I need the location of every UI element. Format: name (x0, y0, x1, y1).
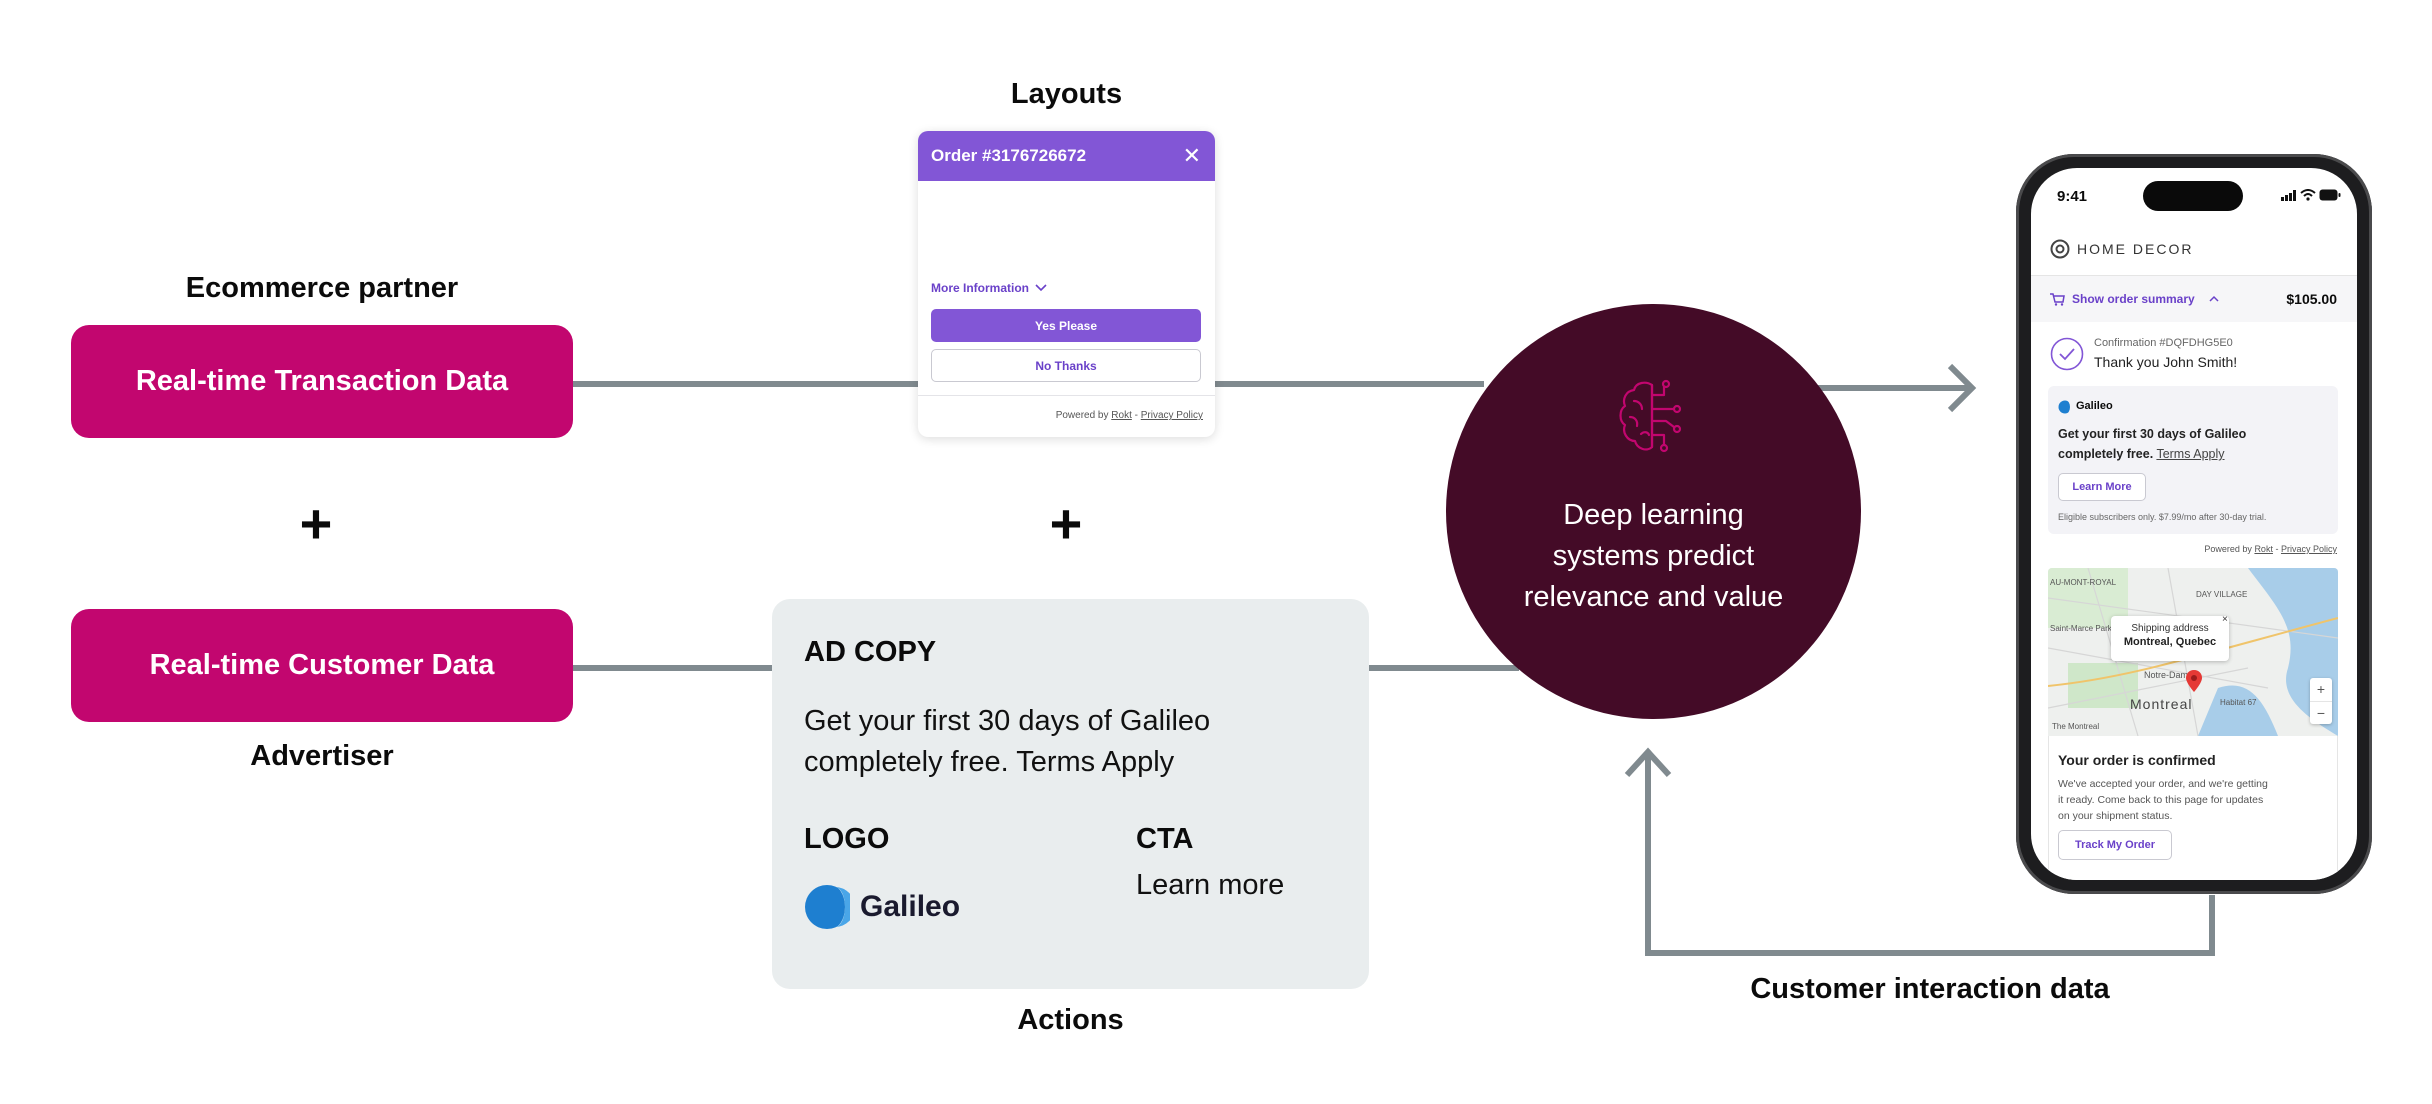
offer-line-2-bold: completely free. (2058, 447, 2154, 461)
thank-you-message: Thank you John Smith! (2094, 354, 2238, 370)
map-pin-icon (2186, 670, 2202, 692)
wifi-icon (2300, 189, 2316, 201)
map-zoom-out[interactable]: − (2310, 701, 2332, 724)
phone-mockup: 9:41 HOME DECOR Show order summary $105.… (2016, 154, 2372, 894)
layouts-label: Layouts (1010, 78, 1123, 110)
connector-layout-to-engine (1214, 381, 1484, 387)
order-summary-toggle[interactable]: Show order summary (2072, 292, 2195, 306)
status-time: 9:41 (2057, 188, 2088, 205)
connector-customer-to-adcopy (572, 665, 774, 671)
chevron-up-icon (2209, 295, 2219, 302)
map-label-2: DAY VILLAGE (2196, 590, 2248, 599)
store-logo-icon (2050, 239, 2070, 259)
map-label-6: Saint-Marce Park (2050, 624, 2112, 633)
ad-copy-line-1: Get your first 30 days of Galileo (804, 705, 1211, 737)
order-status-title: Your order is confirmed (2058, 752, 2216, 768)
connector-transaction-to-layout (572, 381, 920, 387)
transaction-data-box: Real-time Transaction Data (71, 325, 573, 438)
card-header: Order #3176726672 ✕ (918, 131, 1215, 181)
map-background (2048, 568, 2338, 736)
engine-description: Deep learning systems predict relevance … (1523, 499, 1784, 613)
map-popup-value: Montreal, Quebec (2123, 636, 2217, 648)
offer-brand: Galileo (2076, 400, 2113, 412)
more-information-label: More Information (931, 281, 1029, 295)
logo-heading: LOGO (804, 823, 890, 855)
phone-privacy-link[interactable]: Privacy Policy (2280, 544, 2337, 554)
phone-screen: 9:41 HOME DECOR Show order summary $105.… (2031, 168, 2357, 880)
layout-offer-card: Order #3176726672 ✕ More Information Yes… (918, 131, 1215, 437)
phone-powered-sep: - (2275, 544, 2279, 554)
ecommerce-partner-label: Ecommerce partner (185, 272, 459, 304)
header-divider (2031, 275, 2357, 276)
actions-label: Actions (1017, 1004, 1124, 1036)
learn-more-button[interactable]: Learn More (2058, 473, 2146, 501)
ad-copy-line-2: completely free. Terms Apply (804, 746, 1175, 778)
battery-icon (2319, 189, 2341, 201)
connector-adcopy-to-engine (1367, 665, 1519, 671)
customer-data-box: Real-time Customer Data (71, 609, 573, 722)
ad-copy-heading: AD COPY (804, 636, 937, 668)
cta-heading: CTA (1136, 823, 1194, 855)
phone-rokt-link[interactable]: Rokt (2254, 544, 2273, 554)
no-thanks-button[interactable]: No Thanks (931, 349, 1201, 382)
brain-circuit-icon (1619, 379, 1682, 453)
powered-by-text: Powered by (1055, 410, 1109, 421)
map-label-5: The Montreal (2052, 722, 2100, 731)
close-icon[interactable]: ✕ (1182, 143, 1201, 168)
check-circle-icon (2050, 337, 2084, 371)
map-popup-close-icon[interactable]: × (2222, 614, 2228, 625)
map-label-3: Notre-Dame (2144, 670, 2194, 680)
offer-terms-link[interactable]: Terms Apply (2156, 447, 2225, 461)
customer-interaction-label: Customer interaction data (1750, 973, 2110, 1005)
dynamic-island (2143, 181, 2243, 211)
cart-icon (2050, 293, 2065, 306)
phone-powered-by: Powered by Rokt - Privacy Policy (2204, 544, 2337, 554)
order-status-body-3: on your shipment status. (2058, 810, 2173, 822)
chevron-down-icon (1035, 284, 1047, 292)
map-popup-title: Shipping address (2131, 623, 2209, 634)
card-footer: Powered by Rokt - Privacy Policy (1056, 410, 1203, 421)
offer-fine-print: Eligible subscribers only. $7.99/mo afte… (2058, 512, 2267, 522)
map-label-1: AU-MONT-ROYAL (2050, 578, 2117, 587)
galileo-logo: Galileo (804, 884, 960, 930)
privacy-policy-link[interactable]: Privacy Policy (1140, 410, 1203, 421)
map-zoom-in[interactable]: + (2316, 681, 2326, 697)
order-total: $105.00 (2286, 291, 2337, 307)
plus-sign-middle: + (1049, 492, 1083, 555)
deep-learning-engine: Deep learning systems predict relevance … (1446, 304, 1861, 719)
offer-line-1: Get your first 30 days of Galileo (2058, 427, 2247, 441)
advertiser-label: Advertiser (250, 740, 394, 772)
signal-icon (2281, 190, 2296, 201)
cta-text: Learn more (1136, 869, 1285, 901)
galileo-logo-text: Galileo (860, 890, 961, 923)
store-name: HOME DECOR (2077, 241, 2194, 257)
phone-powered-prefix: Powered by (2204, 544, 2252, 554)
confirmation-number: Confirmation #DQFDHG5E0 (2094, 337, 2233, 349)
map-city-label: Montreal (2130, 696, 2193, 712)
order-title: Order #3176726672 (931, 146, 1087, 165)
more-information-link[interactable]: More Information (931, 281, 1047, 295)
rokt-link[interactable]: Rokt (1111, 410, 1132, 421)
offer-line-2: completely free. Terms Apply (2058, 447, 2225, 461)
track-my-order-button[interactable]: Track My Order (2058, 830, 2172, 860)
galileo-logo-icon (805, 885, 850, 929)
card-divider (918, 395, 1215, 396)
connector-engine-to-phone-arrow (1800, 363, 1977, 413)
order-status-body-1: We've accepted your order, and we're get… (2058, 778, 2268, 790)
footer-separator: - (1134, 410, 1138, 421)
map-zoom-controls: + − (2310, 678, 2332, 724)
map-popup: Shipping address Montreal, Quebec (2111, 616, 2229, 661)
ad-copy-panel: AD COPY Get your first 30 days of Galile… (772, 599, 1369, 989)
order-summary-bar[interactable] (2031, 276, 2357, 322)
shipping-map[interactable]: AU-MONT-ROYAL DAY VILLAGE Saint-Marce Pa… (2048, 568, 2338, 736)
galileo-mini-logo-icon (2058, 400, 2072, 414)
plus-sign-left: + (299, 492, 333, 555)
order-status-body-2: it ready. Come back to this page for upd… (2058, 794, 2264, 806)
galileo-offer-card (2048, 386, 2338, 534)
map-label-4: Habitat 67 (2220, 698, 2257, 707)
feedback-loop-arrow (1624, 747, 2215, 956)
yes-please-button[interactable]: Yes Please (931, 309, 1201, 342)
